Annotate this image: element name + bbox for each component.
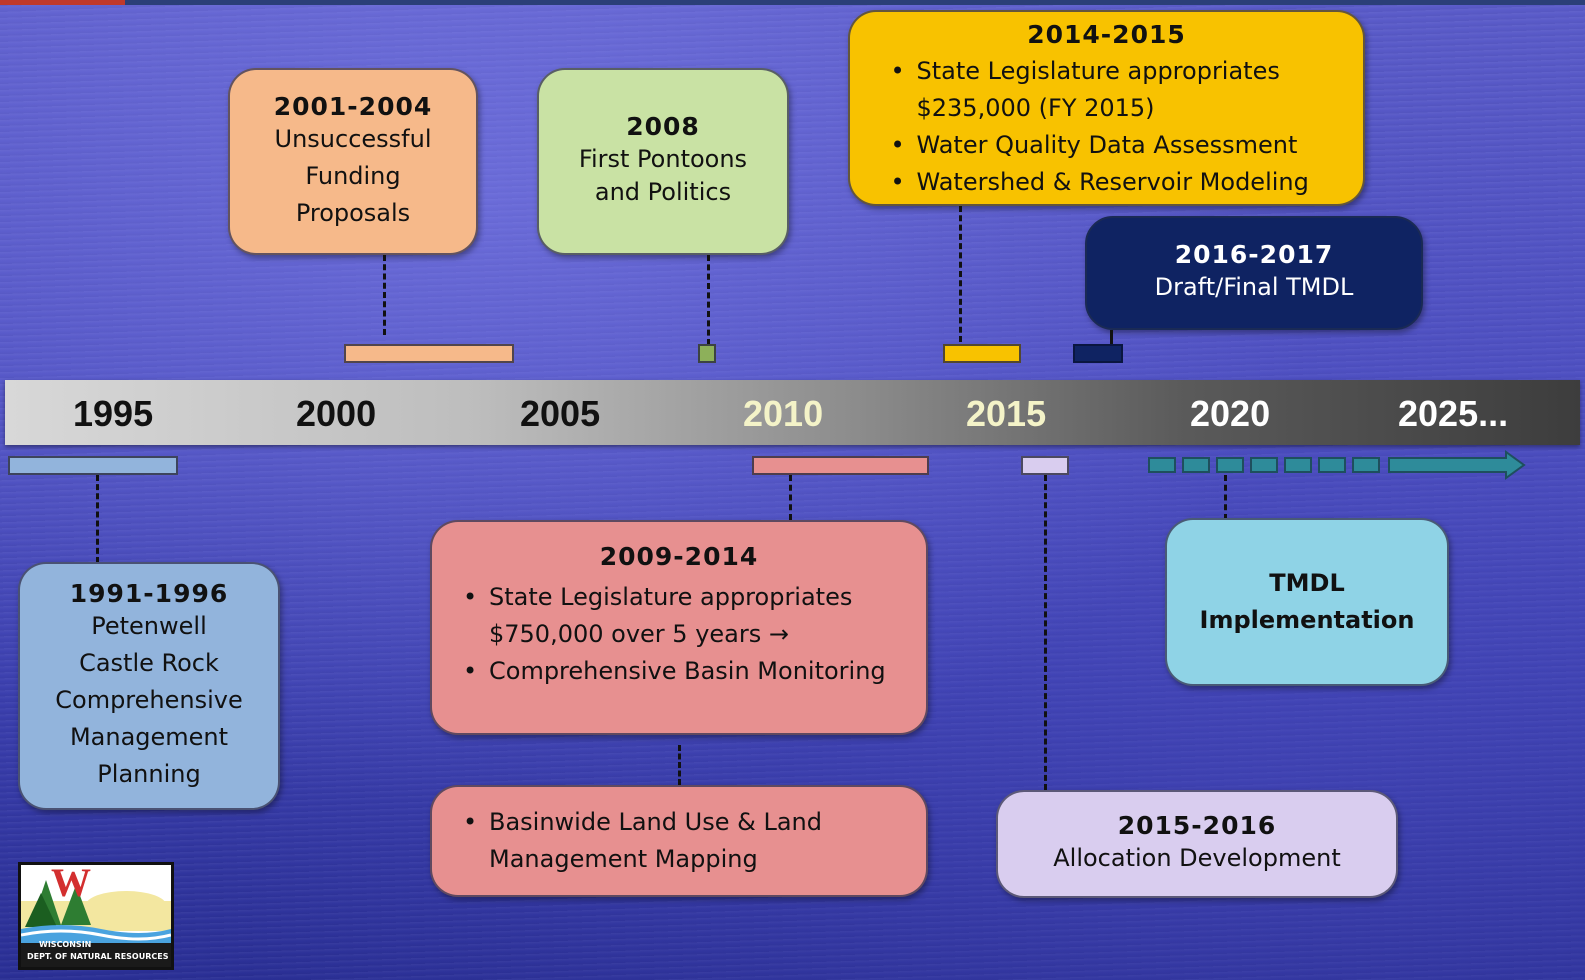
event-2009-2014: 2009-2014 State Legislature appropriates… (430, 520, 928, 735)
event-bullet: Water Quality Data Assessment (887, 127, 1327, 164)
axis-year-2005: 2005 (520, 393, 601, 434)
event-2015-2016: 2015-2016 Allocation Development (996, 790, 1398, 898)
event-line: Draft/Final TMDL (1154, 273, 1354, 301)
event-years: 2014-2015 (1027, 20, 1186, 49)
wisconsin-dnr-logo: W WISCONSIN DEPT. OF NATURAL RESOURCES (18, 862, 174, 970)
implementation-arrow-icon (1388, 450, 1526, 480)
event-line: Unsuccessful (274, 124, 432, 153)
event-bullet: Basinwide Land Use & Land Management Map… (459, 804, 899, 878)
event-bullet: State Legislature appropriates $750,000 … (459, 579, 899, 653)
event-2008: 2008 First Pontoons and Politics (537, 68, 789, 255)
span-2001-2004 (344, 344, 514, 363)
connector-2001 (383, 255, 386, 335)
event-line: Allocation Development (1053, 844, 1341, 872)
span-2016-2017 (1073, 344, 1123, 363)
event-bullet: Watershed & Reservoir Modeling (887, 164, 1327, 201)
axis-year-2020: 2020 (1190, 393, 1271, 434)
span-2014-2015 (943, 344, 1021, 363)
event-bullet: Comprehensive Basin Monitoring (459, 653, 899, 690)
event-line: TMDL (1269, 569, 1345, 597)
logo-letter: W (51, 862, 91, 905)
event-years: 2016-2017 (1174, 240, 1334, 269)
span-2015-2016 (1021, 456, 1069, 475)
event-2016-2017: 2016-2017 Draft/Final TMDL (1085, 216, 1423, 330)
event-line: and Politics (594, 178, 732, 206)
event-1991-1996: 1991-1996 Petenwell Castle Rock Comprehe… (18, 562, 280, 810)
implementation-segment (1352, 457, 1380, 473)
span-2008 (698, 344, 716, 363)
connector-2015 (1044, 475, 1047, 790)
top-accent-bar (0, 0, 1585, 5)
event-line: Proposals (295, 198, 411, 227)
dnr-logo-icon (21, 865, 171, 967)
event-2001-2004: 2001-2004 Unsuccessful Funding Proposals (228, 68, 478, 255)
event-line: First Pontoons (578, 145, 748, 173)
implementation-segment (1284, 457, 1312, 473)
connector-2008 (707, 255, 710, 345)
connector-1991 (96, 475, 99, 563)
implementation-segment (1318, 457, 1346, 473)
event-line: Comprehensive (55, 686, 243, 714)
event-years: 2009-2014 (599, 542, 759, 571)
implementation-segment (1250, 457, 1278, 473)
span-1991-1996 (8, 456, 178, 475)
logo-caption-2: DEPT. OF NATURAL RESOURCES (27, 952, 169, 961)
event-years: 2001-2004 (273, 91, 433, 121)
axis-year-1995: 1995 (73, 393, 154, 434)
event-line: Castle Rock (79, 649, 219, 677)
timeline-axis (5, 380, 1580, 445)
implementation-segment (1216, 457, 1244, 473)
connector-2009 (789, 475, 792, 520)
event-mapping: Basinwide Land Use & Land Management Map… (430, 785, 928, 897)
event-years: 2015-2016 (1117, 811, 1277, 840)
event-years: 2008 (626, 112, 700, 141)
event-tmdl-implementation: TMDL Implementation (1165, 518, 1449, 686)
span-2009-2014 (752, 456, 929, 475)
event-line: Management (69, 723, 229, 751)
top-red-accent (0, 0, 125, 5)
event-years: 1991-1996 (69, 579, 229, 608)
connector-2014 (959, 206, 962, 342)
connector-2016 (1110, 330, 1113, 344)
event-line: Implementation (1199, 606, 1415, 634)
event-2014-2015: 2014-2015 State Legislature appropriates… (848, 10, 1365, 206)
axis-year-2000: 2000 (296, 393, 377, 434)
connector-tmdl (1224, 475, 1227, 520)
event-bullet: State Legislature appropriates $235,000 … (887, 53, 1327, 127)
connector-mapping (678, 745, 681, 785)
event-line: Funding (305, 161, 401, 190)
logo-caption-1: WISCONSIN (39, 940, 92, 949)
axis-year-2025: 2025... (1398, 393, 1509, 434)
implementation-segment (1148, 457, 1176, 473)
axis-year-2015: 2015 (966, 393, 1047, 434)
event-line: Petenwell (91, 612, 207, 640)
axis-year-2010: 2010 (743, 393, 824, 434)
implementation-segment (1182, 457, 1210, 473)
event-line: Planning (97, 760, 201, 788)
